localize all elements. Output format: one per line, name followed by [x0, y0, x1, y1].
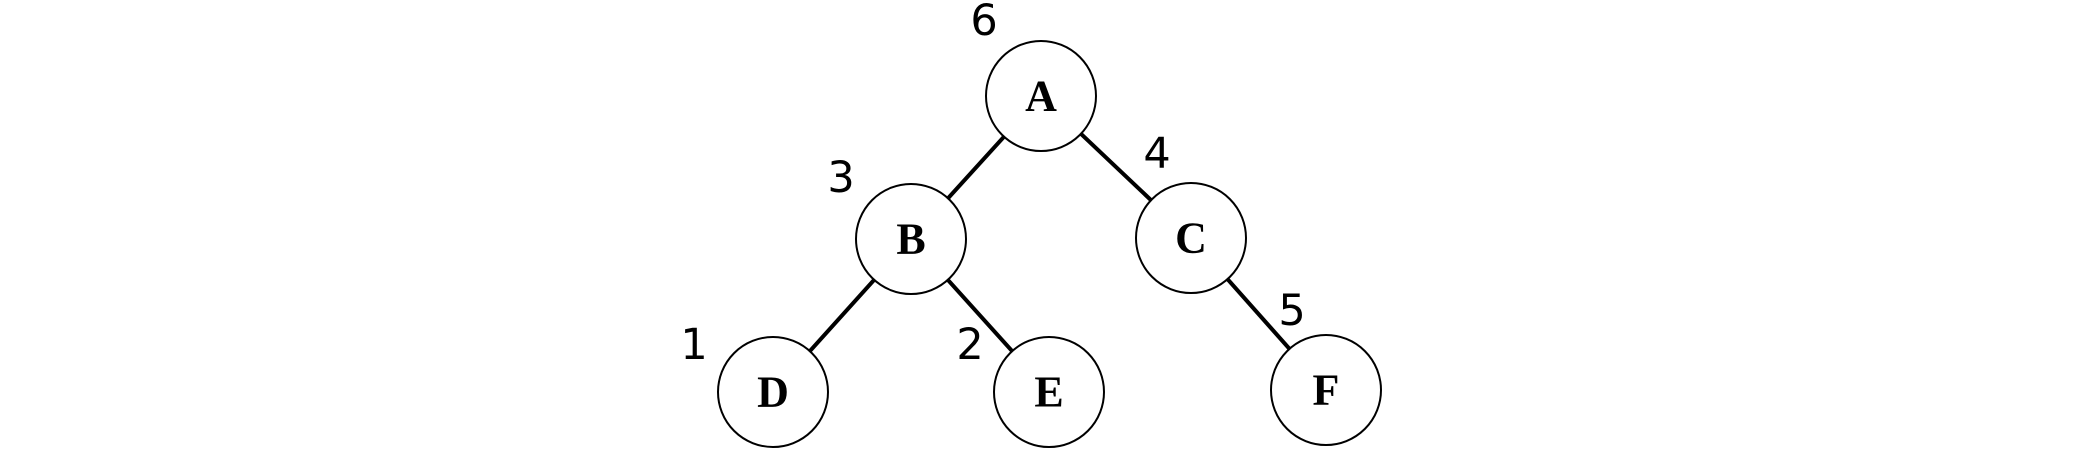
node-label-F: F [1313, 366, 1340, 415]
tree-node-E: E2 [956, 320, 1105, 448]
node-circle-F [1270, 334, 1382, 446]
node-circle-A [985, 40, 1097, 152]
tree-node-F: F5 [1270, 286, 1382, 446]
node-circle-B [855, 183, 967, 295]
node-circle-E [993, 336, 1105, 448]
node-circle-C [1135, 182, 1247, 294]
node-order-label-C: 4 [1143, 129, 1170, 179]
node-order-label-B: 3 [827, 153, 854, 203]
node-label-D: D [757, 368, 789, 417]
tree-node-B: B3 [827, 153, 967, 295]
node-circle-D [717, 336, 829, 448]
node-order-label-E: 2 [956, 320, 983, 370]
node-label-B: B [896, 215, 925, 264]
tree-node-A: A6 [970, 0, 1097, 152]
node-order-label-F: 5 [1278, 286, 1305, 336]
node-order-label-D: 1 [680, 320, 707, 370]
tree-node-D: D1 [680, 320, 829, 448]
node-label-A: A [1025, 72, 1057, 121]
node-label-E: E [1034, 368, 1063, 417]
tree-node-C: C4 [1135, 129, 1247, 294]
node-label-C: C [1175, 214, 1207, 263]
node-order-label-A: 6 [970, 0, 997, 46]
